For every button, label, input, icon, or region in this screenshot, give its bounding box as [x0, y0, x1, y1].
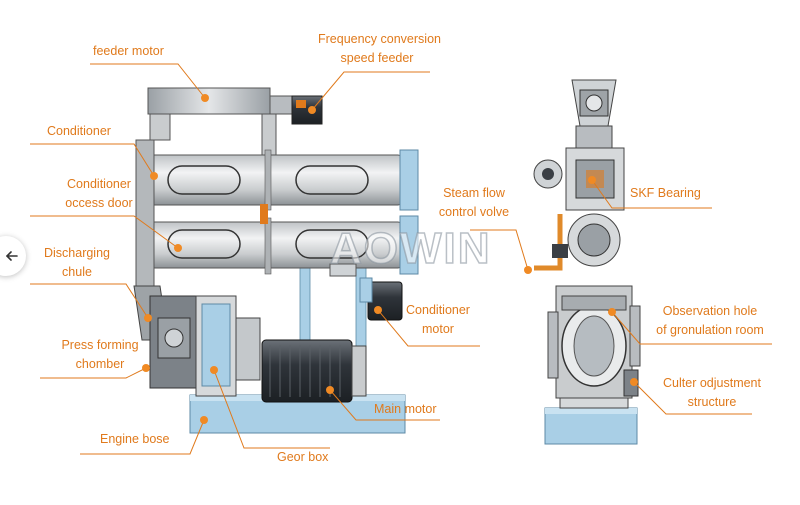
feeder-trough: [147, 87, 271, 115]
label-observation-hole: Observation hole of gronulation room: [656, 304, 764, 337]
label-cutter-adjustment: Culter odjustment structure: [663, 376, 761, 409]
label-main-motor: Main motor: [374, 402, 437, 416]
label-conditioner: Conditioner: [47, 124, 111, 138]
label-frequency-feeder: Frequency conversion speed feeder: [318, 32, 441, 65]
label-steam-flow-valve: Steam flow control volve: [438, 186, 510, 219]
leader-dots: [142, 94, 638, 424]
steam-pipe: [534, 214, 563, 271]
label-feeder-motor: feeder motor: [93, 44, 164, 58]
label-discharging-chute: Discharging chule: [43, 246, 110, 279]
leader-lines: [30, 63, 772, 455]
right-machine: [533, 79, 641, 445]
watermark: AOWIN: [329, 223, 492, 274]
label-conditioner-motor: Conditioner motor: [406, 303, 470, 336]
arrow-left-icon: [6, 251, 18, 261]
label-engine-base: Engine bose: [100, 432, 170, 446]
left-machine: [133, 87, 419, 434]
main-motor-part: [261, 339, 353, 403]
conditioner-motor-part: [367, 281, 403, 321]
previous-slide-button[interactable]: [0, 236, 26, 276]
label-conditioner-access-door: Conditioner occess door: [65, 177, 133, 210]
label-gear-box: Geor box: [277, 450, 329, 464]
label-skf-bearing: SKF Bearing: [630, 186, 701, 200]
label-press-forming-chamber: Press forming chomber: [61, 338, 139, 371]
